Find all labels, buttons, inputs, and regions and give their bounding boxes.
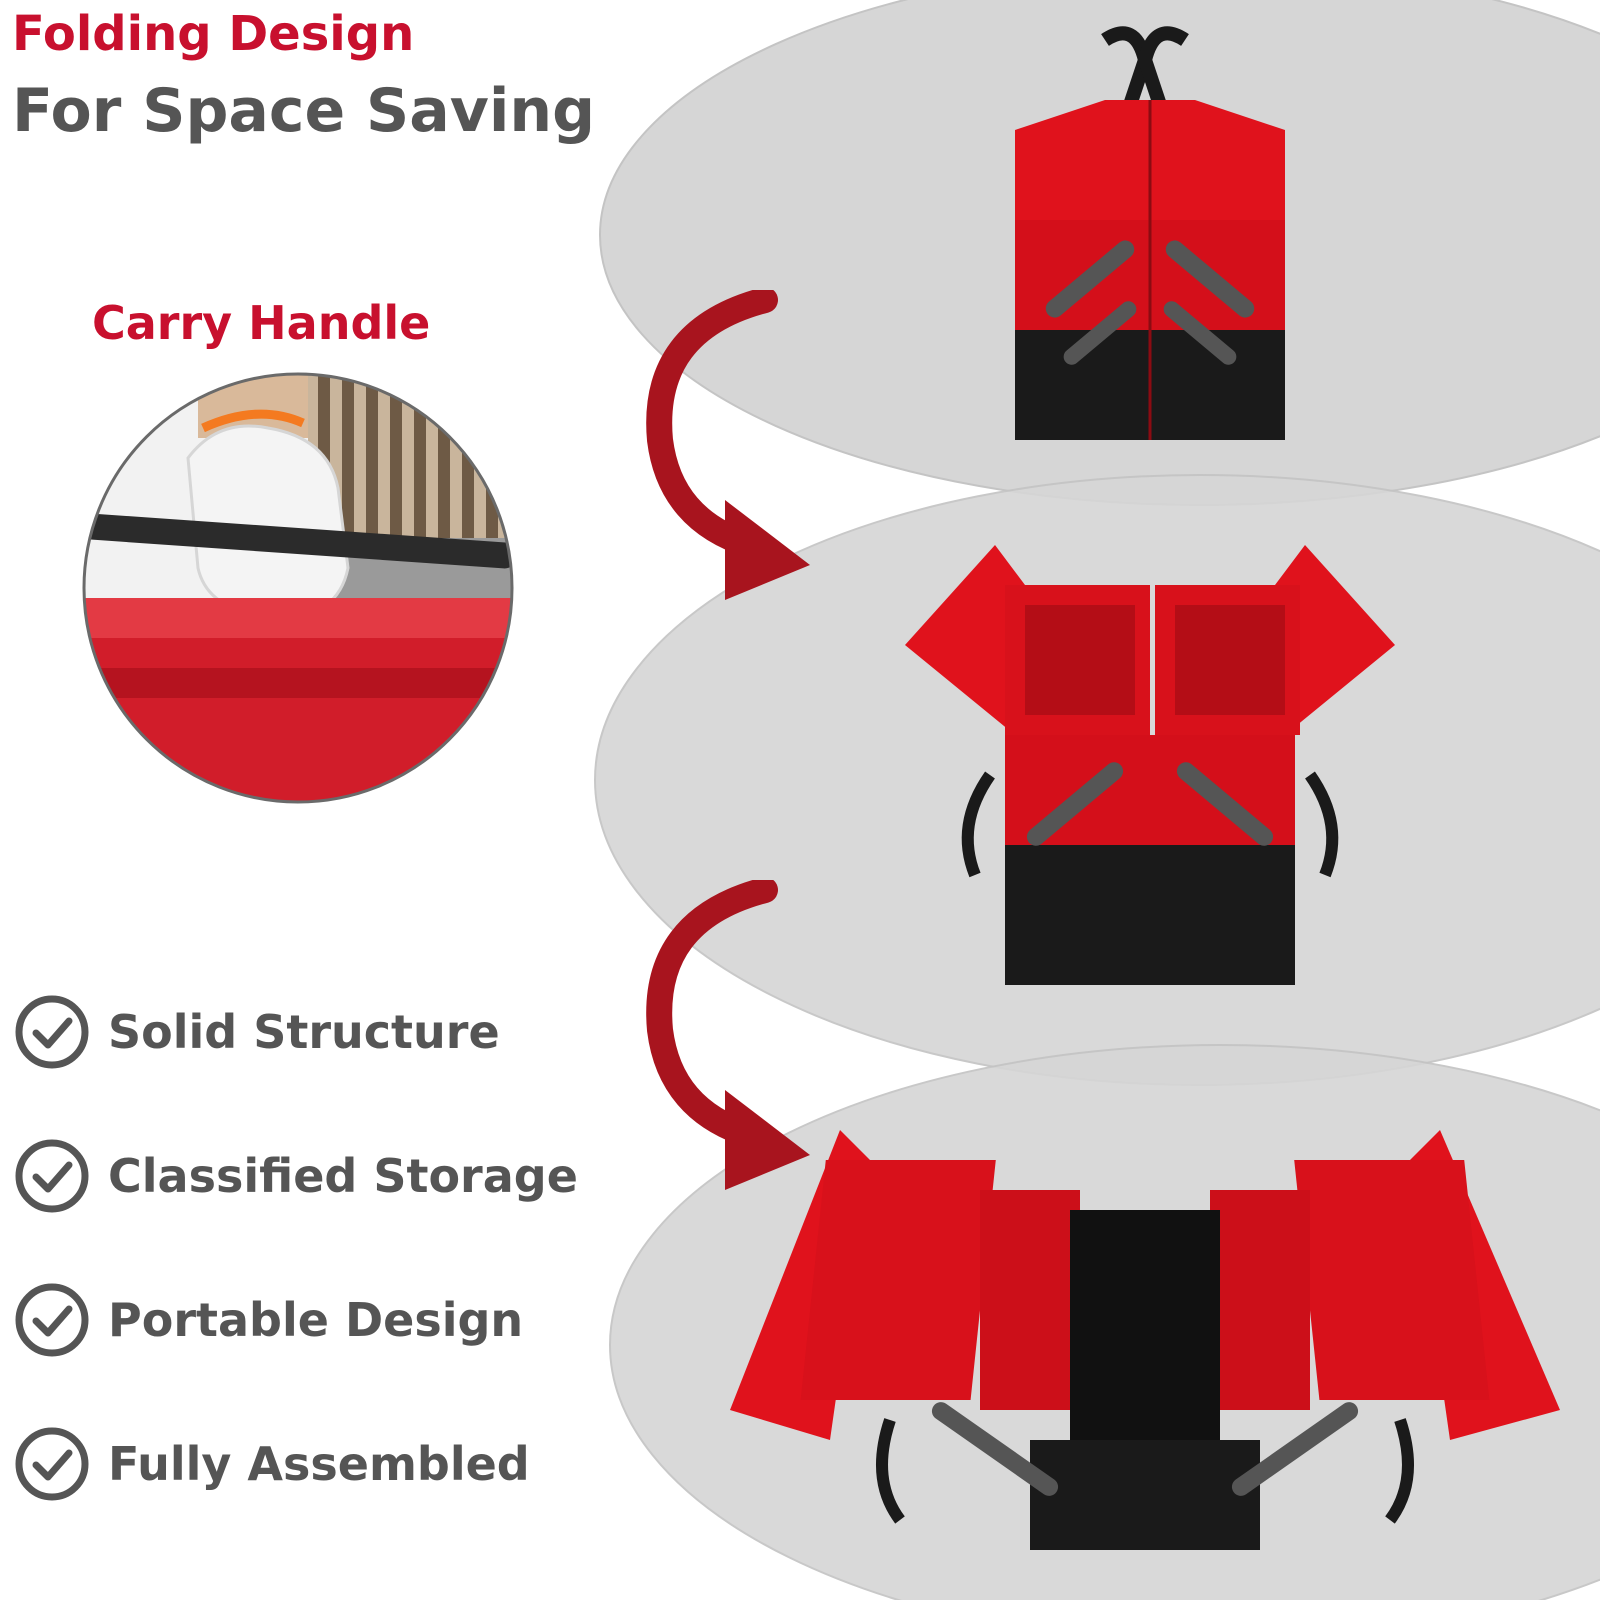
carry-handle-photo	[82, 372, 514, 804]
check-circle-icon	[15, 995, 89, 1069]
feature-label: Fully Assembled	[108, 1437, 530, 1491]
feature-label: Portable Design	[108, 1293, 524, 1347]
feature-label: Classified Storage	[108, 1149, 578, 1203]
arrow-down-2-icon	[646, 880, 810, 1190]
feature-item-fully-assembled: Fully Assembled	[14, 1426, 530, 1502]
feature-item-classified-storage: Classified Storage	[14, 1138, 578, 1214]
check-circle-icon	[15, 1139, 89, 1213]
arrow-down-1-icon	[646, 290, 810, 600]
toolbox-half-open	[905, 545, 1395, 985]
feature-item-portable-design: Portable Design	[14, 1282, 523, 1358]
toolbox-fully-open	[730, 1130, 1560, 1550]
toolbox-closed	[1015, 26, 1285, 440]
feature-item-solid-structure: Solid Structure	[14, 994, 500, 1070]
check-circle-icon	[15, 1283, 89, 1357]
check-circle-icon	[15, 1427, 89, 1501]
page-subtitle: For Space Saving	[12, 76, 596, 146]
inset-title: Carry Handle	[92, 296, 431, 350]
page-title: Folding Design	[12, 6, 415, 62]
feature-label: Solid Structure	[108, 1005, 500, 1059]
